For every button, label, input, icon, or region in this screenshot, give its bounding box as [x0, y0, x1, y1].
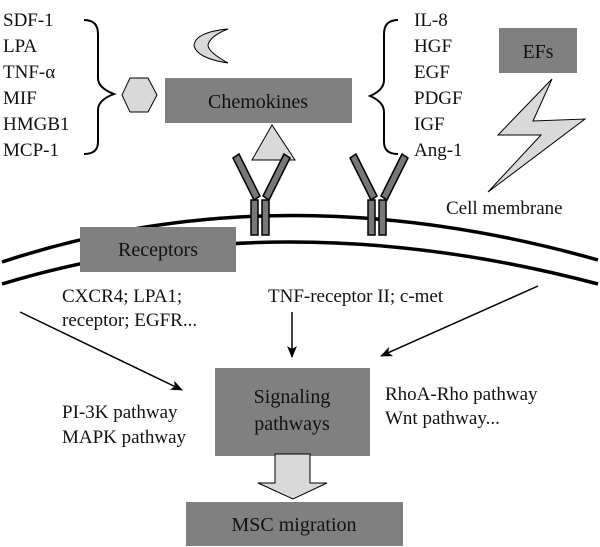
receptor-list-line1: CXCR4; LPA1; [62, 286, 182, 307]
factor-sdf-1: SDF-1 [3, 10, 54, 31]
left-pathways-line2: MAPK pathway [62, 427, 187, 448]
receptor-list-line2: receptor; EGFR... [62, 310, 197, 331]
triangle-icon [251, 124, 296, 161]
crescent-icon [193, 28, 229, 64]
factor-il-8: IL-8 [414, 10, 448, 31]
receptor-icon-2 [349, 152, 409, 236]
factor-egf: EGF [414, 62, 450, 83]
receptors-box: Receptors [80, 227, 236, 272]
receptors-label: Receptors [118, 239, 198, 261]
block-arrow-down-icon [257, 453, 328, 500]
msc-migration-box: MSC migration [186, 502, 403, 546]
signaling-pathways-box: Signaling pathways [215, 368, 370, 456]
factor-mcp-1: MCP-1 [3, 140, 59, 161]
left-brace-icon [83, 19, 117, 155]
chemokines-label: Chemokines [208, 91, 308, 113]
receptor-icon-1 [232, 152, 291, 236]
efs-label: EFs [522, 41, 553, 63]
right-pathways-line1: RhoA-Rho pathway [385, 384, 538, 405]
efs-box: EFs [499, 28, 577, 73]
factor-hmgb1: HMGB1 [3, 114, 70, 135]
factor-igf: IGF [414, 114, 445, 135]
factor-lpa: LPA [3, 36, 37, 57]
factor-pdgf: PDGF [414, 88, 463, 109]
chemokines-box: Chemokines [165, 78, 352, 123]
signaling-label-line2: pathways [254, 413, 330, 435]
msc-migration-label: MSC migration [231, 514, 356, 536]
factor-ang-1: Ang-1 [414, 140, 463, 161]
signaling-label-line1: Signaling [254, 386, 331, 408]
factor-tnf-alpha: TNF-α [3, 62, 55, 83]
cell-membrane-label: Cell membrane [446, 198, 563, 219]
factor-mif: MIF [3, 88, 37, 109]
right-pathways-line2: Wnt pathway... [385, 408, 500, 429]
hexagon-icon [121, 77, 158, 113]
right-brace-icon [367, 19, 399, 155]
left-pathways-line1: PI-3K pathway [62, 402, 178, 423]
factor-hgf: HGF [414, 36, 452, 57]
tnf-receptor-label: TNF-receptor II; c-met [268, 286, 444, 307]
left-factor-list: SDF-1 LPA TNF-α MIF HMGB1 MCP-1 [3, 10, 70, 161]
arrow-receptors-to-signaling [19, 311, 183, 391]
right-factor-list: IL-8 HGF EGF PDGF IGF Ang-1 [414, 10, 463, 161]
arrow-efs-to-signaling [380, 285, 539, 357]
lightning-bolt-icon [487, 78, 587, 193]
